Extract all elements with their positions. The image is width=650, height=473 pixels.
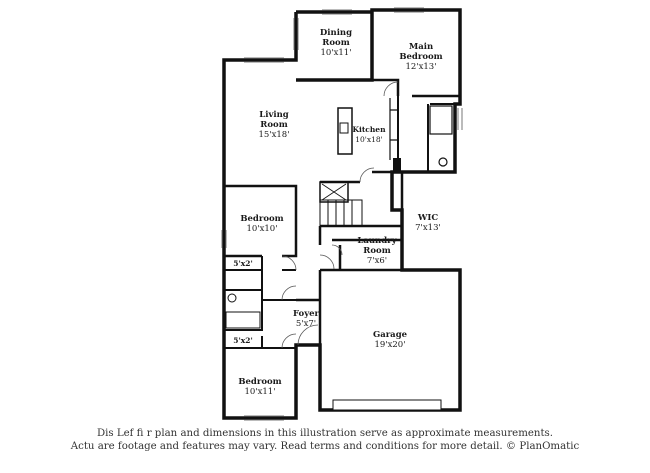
laundry-room-label: Laundry Room 7'x6'	[350, 236, 404, 266]
wic-name: WIC	[417, 213, 439, 223]
toilet	[438, 157, 448, 167]
main-bedroom-name-2: Bedroom	[399, 52, 443, 62]
garage-door	[332, 399, 442, 411]
garage-label: Garage 19'x20'	[360, 330, 420, 350]
closet-upper-walls	[224, 256, 263, 290]
disclaimer-line-2: Actu are footage and features may vary. …	[70, 441, 580, 452]
kitchen-lower-wall	[320, 170, 394, 210]
living-room-name-2: Room	[260, 120, 288, 130]
laundry-room-name: Laundry	[357, 236, 397, 246]
dining-room-name: Dining	[319, 28, 353, 38]
hall-bath-walls	[224, 269, 296, 331]
dining-room-dim: 10'x11'	[320, 48, 352, 58]
foyer-name: Foyer	[292, 309, 320, 319]
stairs	[319, 199, 363, 227]
hall-bath-toilet	[227, 293, 237, 303]
foyer-dim: 5'x7'	[295, 319, 317, 329]
kitchen-island	[337, 107, 353, 155]
kitchen-label: Kitchen 10'x18'	[352, 125, 386, 145]
foyer-walls	[296, 270, 322, 345]
dining-room-name-2: Room	[322, 38, 350, 48]
laundry-room-name-2: Room	[363, 246, 391, 256]
pantry-x	[321, 183, 347, 201]
bedroom-mid-dim: 10'x10'	[246, 224, 278, 234]
wic-dim: 7'x13'	[415, 223, 441, 233]
disclaimer: Dis Lef fi r plan and dimensions in this…	[0, 427, 650, 453]
hall-bath-tub	[225, 311, 261, 329]
living-room-label: Living Room 15'x18'	[244, 110, 304, 140]
kitchen-counter	[389, 98, 398, 160]
living-room-dim: 15'x18'	[258, 130, 290, 140]
living-room-name: Living	[259, 110, 289, 120]
bedroom-mid-walls	[224, 184, 298, 258]
bedroom-mid-name: Bedroom	[240, 214, 284, 224]
laundry-walls	[318, 226, 402, 272]
disclaimer-line-1: Dis Lef fi r plan and dimensions in this…	[96, 428, 554, 439]
garage-dim: 19'x20'	[374, 340, 406, 350]
main-bedroom-walls	[372, 78, 460, 98]
wic-label: WIC 7'x13'	[408, 213, 448, 233]
closet-lower-walls	[224, 336, 296, 349]
garage-name: Garage	[372, 330, 408, 340]
bedroom-low-label: Bedroom 10'x11'	[232, 377, 288, 397]
dining-room-label: Dining Room 10'x11'	[308, 28, 364, 58]
foyer-label: Foyer 5'x7'	[290, 309, 322, 329]
pantry	[319, 181, 349, 203]
wall-block	[393, 158, 401, 172]
kitchen-name: Kitchen	[352, 125, 386, 134]
laundry-room-dim: 7'x6'	[366, 256, 388, 266]
closet-lower-label: 5'x2'	[233, 336, 253, 345]
main-bedroom-name: Main	[408, 42, 434, 52]
main-bedroom-label: Main Bedroom 12'x13'	[388, 42, 454, 72]
door-swings	[281, 81, 399, 349]
bedroom-low-name: Bedroom	[238, 377, 282, 387]
closet-upper-label: 5'x2'	[233, 259, 253, 268]
bedroom-mid-label: Bedroom 10'x10'	[234, 214, 290, 234]
shower	[429, 105, 453, 135]
bedroom-low-dim: 10'x11'	[244, 387, 276, 397]
windows	[221, 7, 463, 421]
main-bedroom-dim: 12'x13'	[405, 62, 437, 72]
kitchen-dim: 10'x18'	[355, 135, 383, 144]
kitchen-sink	[339, 122, 349, 134]
main-bath-walls	[397, 96, 455, 172]
